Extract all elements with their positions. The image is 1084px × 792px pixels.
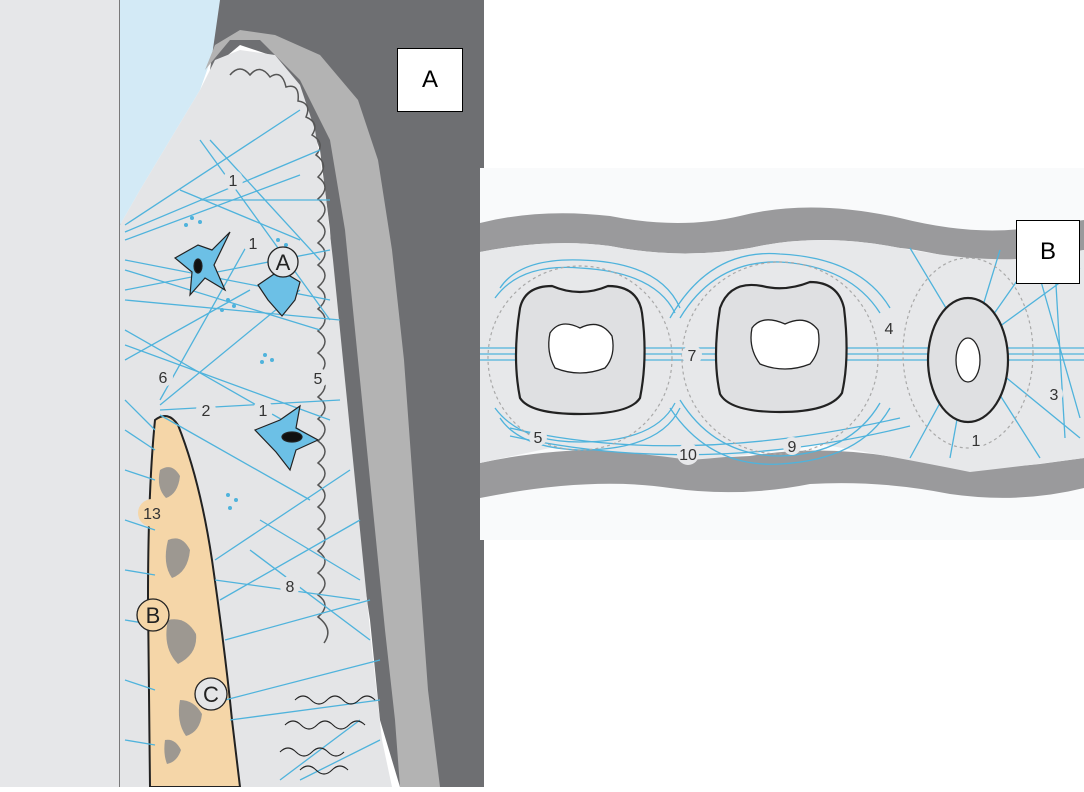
tooth-surface [0, 0, 120, 787]
label-1-lower: 1 [259, 403, 268, 420]
panel-a-illustration: 1 1 1 2 5 6 8 13 A B C [0, 0, 484, 787]
label-1-b: 1 [972, 433, 981, 450]
panel-a-gingiva-section: 1 1 1 2 5 6 8 13 A B C [0, 0, 484, 787]
label-10-b: 10 [679, 447, 697, 464]
label-1-mid: 1 [249, 236, 258, 253]
circled-letter-b: B [146, 603, 161, 628]
label-2: 2 [202, 403, 211, 420]
label-8: 8 [286, 579, 295, 596]
label-5-b: 5 [534, 430, 543, 447]
label-3-b: 3 [1050, 387, 1059, 404]
label-7-b: 7 [688, 348, 697, 365]
label-5: 5 [314, 371, 323, 388]
circled-letter-c: C [203, 682, 219, 707]
label-1-top: 1 [229, 173, 238, 190]
panel-b-illustration: 5 7 9 10 4 1 3 [480, 168, 1084, 540]
panel-a-label-box: A [397, 48, 463, 112]
label-9-b: 9 [788, 439, 797, 456]
panel-b-label-box: B [1016, 220, 1080, 284]
label-13: 13 [143, 506, 161, 523]
panel-b-interdental-section: 5 7 9 10 4 1 3 [480, 168, 1084, 540]
circled-letter-a: A [276, 250, 291, 275]
label-4-b: 4 [885, 321, 894, 338]
label-6: 6 [159, 370, 168, 387]
